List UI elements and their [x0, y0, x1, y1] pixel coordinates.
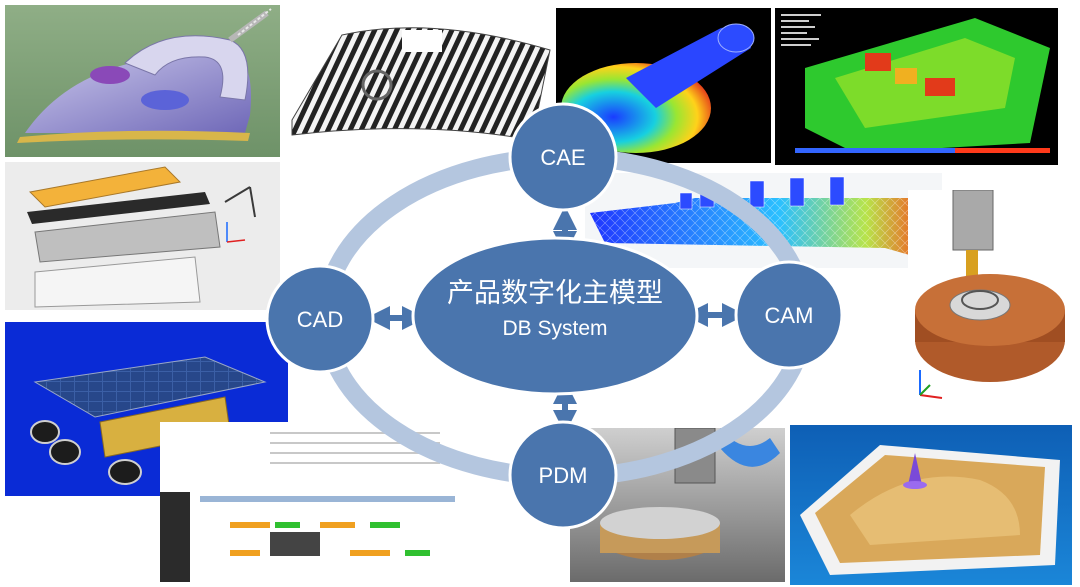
- node-cae-label: CAE: [540, 145, 585, 170]
- node-cae: CAE: [508, 102, 618, 212]
- image-solar-rover-model: [5, 322, 288, 496]
- node-cam: CAM: [734, 260, 844, 370]
- image-exploded-assembly: [5, 162, 280, 310]
- image-mold-cavity-render: [790, 425, 1072, 585]
- image-steam-iron-cad: [5, 5, 280, 157]
- node-cad-label: CAD: [297, 307, 343, 332]
- node-cam-label: CAM: [765, 303, 814, 328]
- node-pdm-label: PDM: [539, 463, 588, 488]
- image-gear-fea-result: [556, 8, 771, 163]
- center-subtitle: DB System: [502, 317, 607, 340]
- image-cnc-milling-toolpath: [908, 190, 1073, 408]
- image-nodal-solution-fea: [775, 8, 1058, 165]
- node-cad: CAD: [265, 264, 375, 374]
- center-title: 产品数字化主模型: [447, 278, 663, 308]
- image-zebra-surface-analysis: [282, 10, 554, 145]
- node-pdm: PDM: [508, 420, 618, 530]
- center-node: 产品数字化主模型 DB System: [411, 236, 699, 396]
